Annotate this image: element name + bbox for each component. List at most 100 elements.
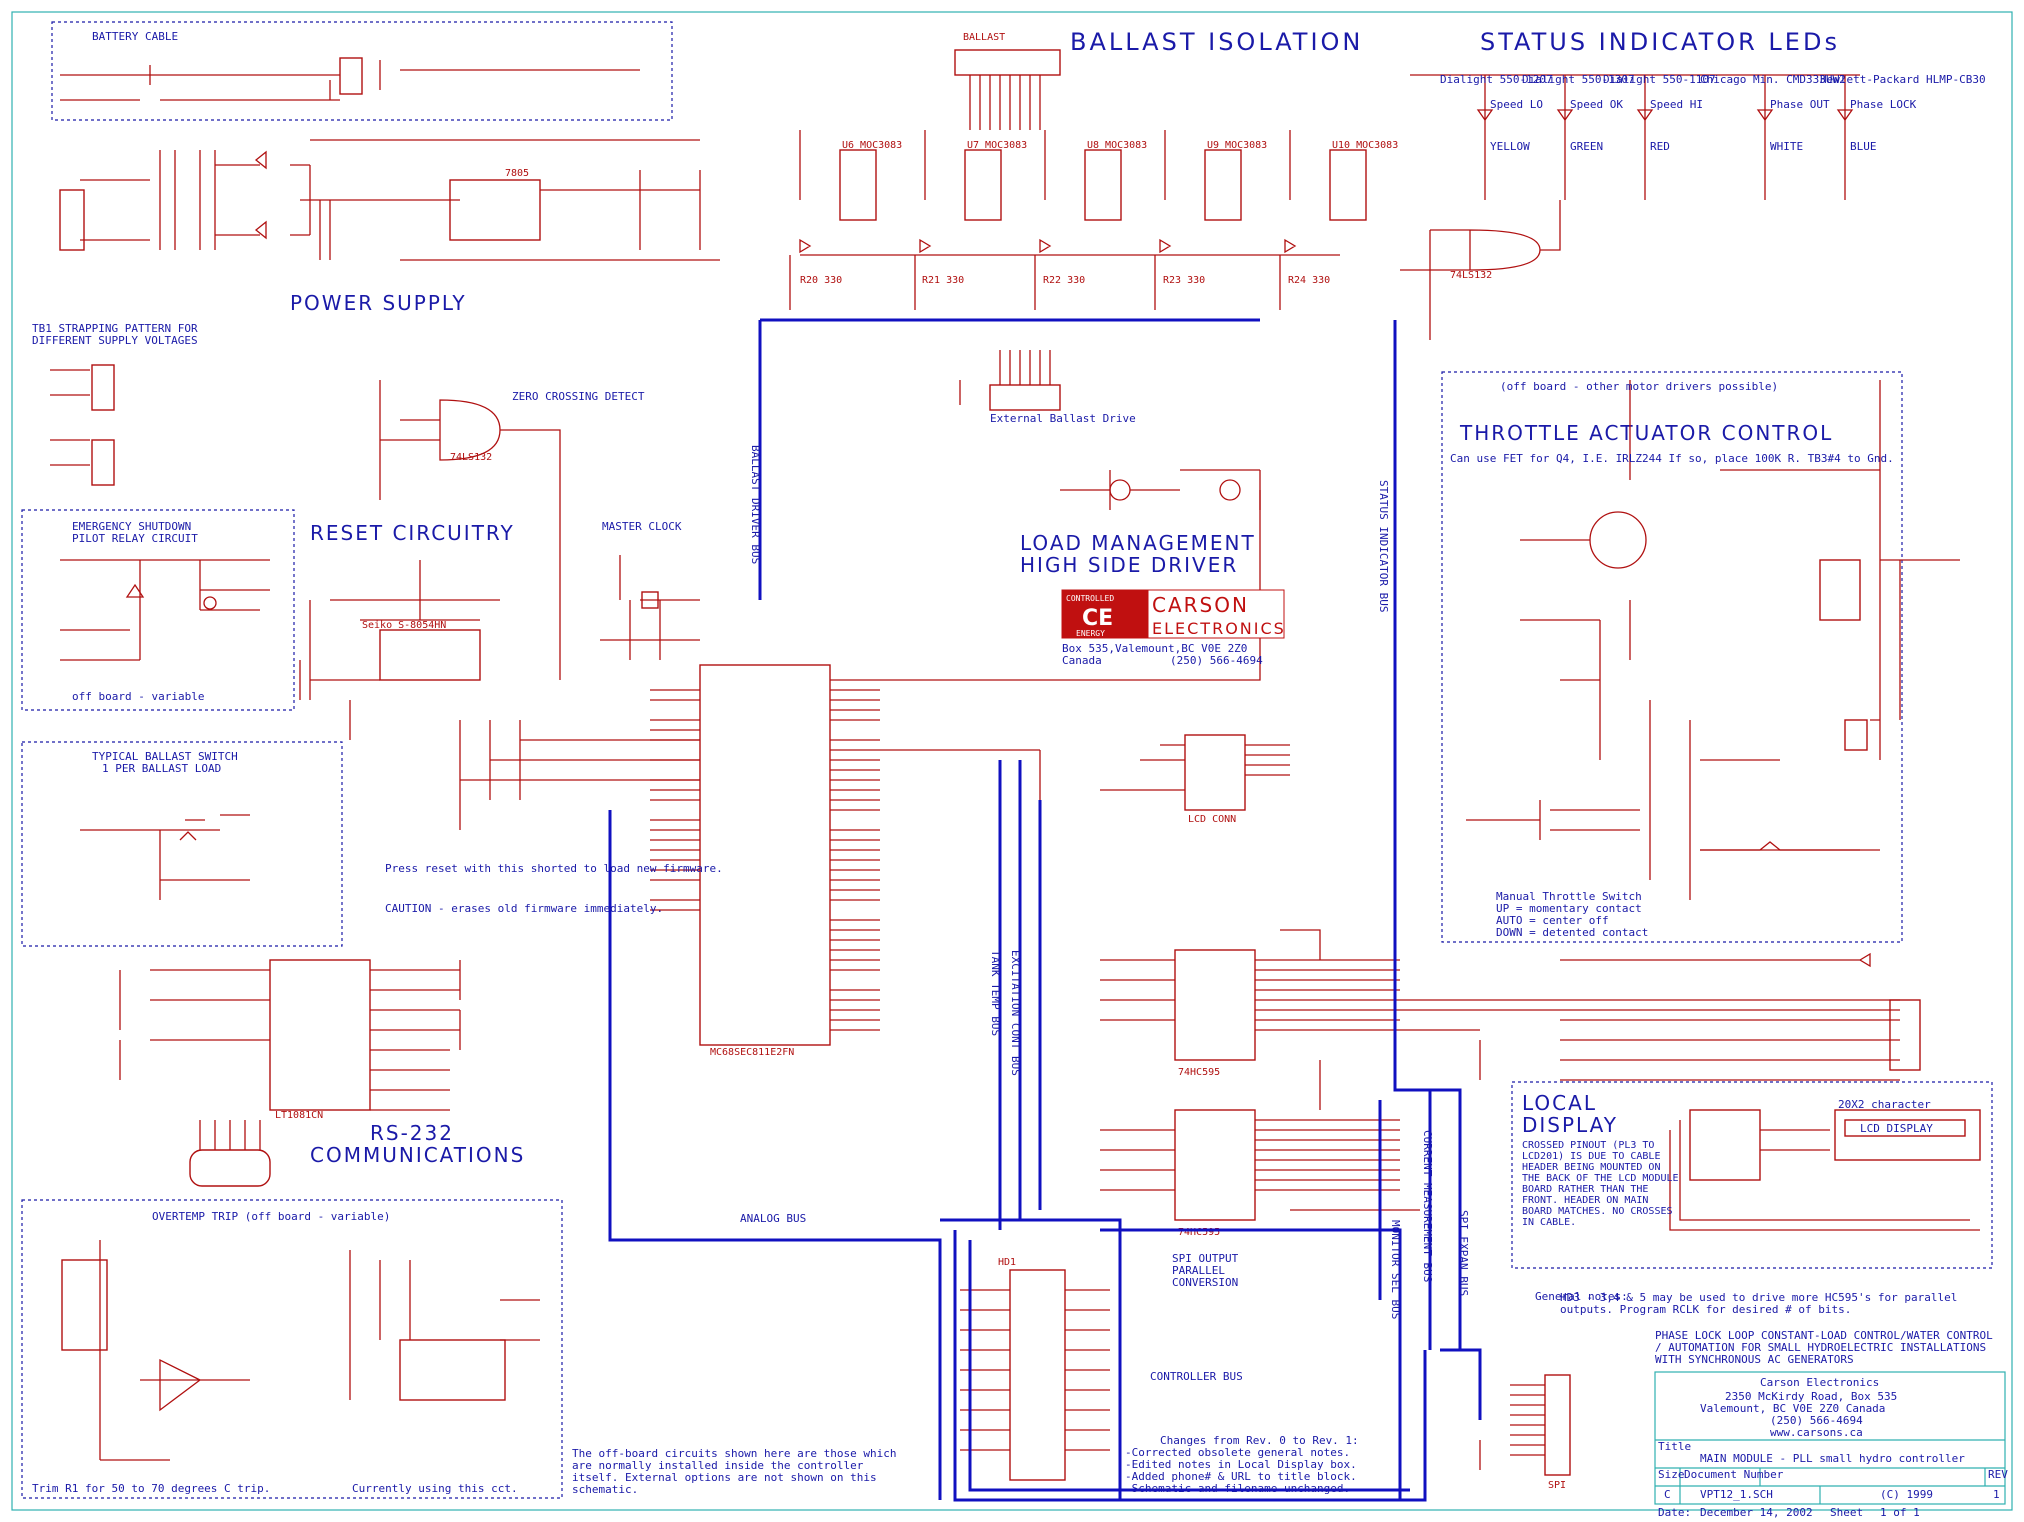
company-url: www.carsons.ca <box>1770 1426 1863 1439</box>
u12-shift-register <box>1174 1109 1256 1221</box>
copyright-value: (C) 1999 <box>1880 1488 1933 1501</box>
led-part-5: Hewlett-Packard HLMP-CB30 <box>1820 73 1986 86</box>
power-heading: POWER SUPPLY <box>290 291 467 315</box>
led-color-5: BLUE <box>1850 140 1877 153</box>
u1-mcu <box>699 664 831 1046</box>
spi-output-heading-3: CONVERSION <box>1172 1276 1238 1289</box>
opto-resistor-2: R21 330 <box>922 275 964 286</box>
manual-auto-note: AUTO = center off <box>1496 914 1609 927</box>
bus-monitor-sel: MONITOR SEL BUS <box>1389 1220 1402 1319</box>
general-notes-title: General notes: <box>1535 1290 1628 1303</box>
logo-address: Box 535,Valemount,BC V0E 2Z0 <box>1062 642 1247 655</box>
rs232-heading: RS-232 <box>370 1121 454 1145</box>
manual-switch-note: Manual Throttle Switch <box>1496 890 1642 903</box>
logo-ce: CE <box>1082 606 1113 631</box>
controller-bus-label: CONTROLLER BUS <box>1150 1370 1243 1383</box>
opto-resistor-5: R24 330 <box>1288 275 1330 286</box>
overtemp-box <box>21 1199 563 1499</box>
led-name-3: Speed HI <box>1650 98 1703 111</box>
led-part-2: Dialight 550-1307 <box>1522 73 1635 86</box>
emergency-circuit <box>60 559 270 661</box>
spi-output-heading-2: PARALLEL <box>1172 1264 1225 1277</box>
date-value: December 14, 2002 <box>1700 1506 1813 1519</box>
local-display-box <box>1511 1081 1993 1269</box>
docnum-label: Document Number <box>1684 1468 1784 1481</box>
opto-label-1: U6 MOC3083 <box>842 140 902 151</box>
local-heading: LOCAL <box>1522 1091 1597 1115</box>
hd2-wires <box>880 744 1290 820</box>
hd2-connector <box>1184 734 1246 811</box>
caution-note: CAUTION - erases old firmware immediatel… <box>385 902 663 915</box>
logo: CONTROLLED CE ENERGY CARSON ELECTRONICS … <box>1061 589 1285 667</box>
company-phone: (250) 566-4694 <box>1770 1414 1863 1427</box>
change-2: -Edited notes in Local Display box. <box>1125 1458 1357 1471</box>
u11-shift-register <box>1174 949 1256 1061</box>
u1-pins <box>650 679 880 1031</box>
u2b-label: 74LS132 <box>1450 270 1492 281</box>
master-clock <box>600 555 700 660</box>
u5-label: LT1081CN <box>275 1110 323 1121</box>
led-name-4: Phase OUT <box>1770 98 1830 111</box>
reset-heading: RESET CIRCUITRY <box>310 521 515 545</box>
pinout-note: CROSSED PINOUT (PL3 TO LCD201) IS DUE TO… <box>1522 1140 1679 1228</box>
ballast-switch-heading: TYPICAL BALLAST SWITCH <box>92 750 238 763</box>
led-name-5: Phase LOCK <box>1850 98 1917 111</box>
company-name: Carson Electronics <box>1760 1376 1879 1389</box>
led-color-2: GREEN <box>1570 140 1603 153</box>
hd4-label: External Ballast Drive <box>990 412 1136 425</box>
bus-lines <box>608 318 1482 1502</box>
manual-up-note: UP = momentary contact <box>1496 902 1642 915</box>
title-label: Title <box>1658 1440 1691 1453</box>
size-label: Size <box>1658 1468 1685 1481</box>
master-clock-heading: MASTER CLOCK <box>602 520 682 533</box>
load-heading-2: HIGH SIDE DRIVER <box>1020 553 1238 577</box>
hd1-label: HD1 <box>998 1257 1016 1268</box>
bus-spi-expan: SPI EXPAN BUS <box>1457 1210 1470 1296</box>
ballast-heading: BALLAST ISOLATION <box>1070 28 1363 56</box>
opto-label-3: U8 MOC3083 <box>1087 140 1147 151</box>
emergency-heading: EMERGENCY SHUTDOWN <box>72 520 191 533</box>
u4-label: Seiko S-8054HN <box>362 620 446 631</box>
tb3-area <box>1400 952 1921 1081</box>
headline-note: PHASE LOCK LOOP CONSTANT-LOAD CONTROL/WA… <box>1655 1329 1993 1366</box>
currently-note: Currently using this cct. <box>352 1482 518 1495</box>
zero-reset <box>299 380 700 830</box>
tb1-heading: TB1 STRAPPING PATTERN FOR <box>32 322 198 335</box>
led-name-2: Speed OK <box>1570 98 1623 111</box>
company-address-1: 2350 McKirdy Road, Box 535 <box>1725 1390 1897 1403</box>
ballast-switch-box <box>21 741 343 947</box>
led-color-3: RED <box>1650 140 1670 153</box>
other-motor-note: (off board - other motor drivers possibl… <box>1500 380 1778 393</box>
battery-cable-box <box>51 21 673 121</box>
led-part-3: Dialight 550-1107 <box>1603 73 1716 86</box>
local-heading-2: DISPLAY <box>1522 1113 1618 1137</box>
reset-note: Press reset with this shorted to load ne… <box>385 862 723 875</box>
trim-note: Trim R1 for 50 to 70 degrees C trip. <box>32 1482 270 1495</box>
shift-register-wires <box>1100 929 1420 1211</box>
status-heading: STATUS INDICATOR LEDs <box>1480 28 1840 56</box>
docnum-value: VPT12_1.SCH <box>1700 1488 1773 1501</box>
opto-label-4: U9 MOC3083 <box>1207 140 1267 151</box>
led-color-4: WHITE <box>1770 140 1803 153</box>
logo-brand-1: CARSON <box>1152 593 1249 617</box>
opto-label-2: U7 MOC3083 <box>967 140 1027 151</box>
hd2-label: LCD CONN <box>1188 814 1236 825</box>
led-labels: Dialight 550-1207 Dialight 550-1307 Dial… <box>1440 73 1986 153</box>
u12-label: 74HC595 <box>1178 1227 1220 1238</box>
changes-title: Changes from Rev. 0 to Rev. 1: <box>1160 1434 1359 1447</box>
opto-labels: U6 MOC3083 U7 MOC3083 U8 MOC3083 U9 MOC3… <box>800 140 1398 286</box>
spi-output-heading: SPI OUTPUT <box>1172 1252 1239 1265</box>
led-name-1: Speed LO <box>1490 98 1543 111</box>
zero-crossing-heading: ZERO CROSSING DETECT <box>512 390 645 403</box>
size-value: C <box>1664 1488 1671 1501</box>
bus-analog: ANALOG BUS <box>740 1212 806 1225</box>
power-supply <box>59 57 720 261</box>
emergency-heading-2: PILOT RELAY CIRCUIT <box>72 532 198 545</box>
hd3-wires <box>1479 1384 1545 1470</box>
emergency-box <box>21 509 295 711</box>
change-1: -Corrected obsolete general notes. <box>1125 1446 1350 1459</box>
bus-status-indicator: STATUS INDICATOR BUS <box>1377 480 1390 612</box>
title-block: Carson Electronics 2350 McKirdy Road, Bo… <box>1654 1371 2008 1505</box>
u1-label: MC68SEC811E2FN <box>710 1047 794 1058</box>
